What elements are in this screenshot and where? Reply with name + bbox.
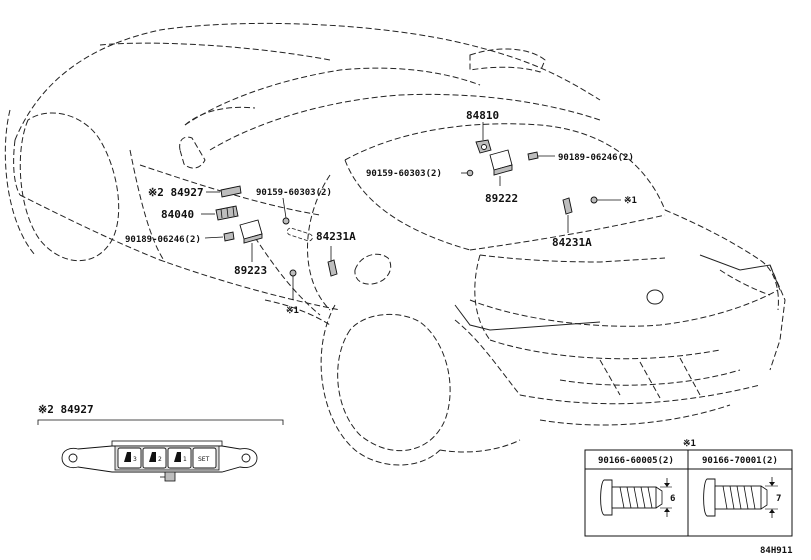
leader-lines xyxy=(201,122,621,300)
fastener-part-no-2: 90166-70001(2) xyxy=(702,456,778,466)
part-90189-clip-right xyxy=(527,151,539,161)
callout-84040: 84040 xyxy=(161,208,194,221)
switch-detail-title: ※2 84927 xyxy=(38,403,94,416)
callout-labels: 84810 90159-60303(2) 90189-06246(2) 8922… xyxy=(125,109,637,316)
part-89223-module xyxy=(239,219,263,244)
switch-button-1: 1 xyxy=(167,447,192,469)
callout-90189-left: 90189-06246(2) xyxy=(125,235,201,245)
callout-90159-left: 90159-60303(2) xyxy=(256,188,332,198)
callout-84231a-right: 84231A xyxy=(552,236,592,249)
part-84040-switch xyxy=(215,205,239,221)
fastener-table: ※1 90166-60005(2) 90166-70001(2) 6 xyxy=(584,439,793,537)
part-84927-switch xyxy=(220,185,242,198)
callout-84231a-left: 84231A xyxy=(316,230,356,243)
fastener-table-mark: ※1 xyxy=(683,439,696,449)
callout-84927: ※2 84927 xyxy=(148,186,204,199)
switch-button-2: 2 xyxy=(142,447,167,469)
part-90159-screw-left xyxy=(282,217,290,225)
part-90159-screw-right xyxy=(466,169,474,177)
part-84231a-sensor-left xyxy=(327,259,338,277)
part-90189-clip-left xyxy=(223,231,235,242)
fastener-dim-2: 7 xyxy=(776,494,781,504)
callout-90159-right: 90159-60303(2) xyxy=(366,169,442,179)
part-84231a-sensor-right xyxy=(562,197,573,215)
car-outline xyxy=(4,22,786,466)
part-screw-mark1-left xyxy=(289,269,297,277)
svg-text:1: 1 xyxy=(183,456,187,463)
switch-detail: ※2 84927 3 2 1 SET xyxy=(37,403,284,482)
switch-button-3: 3 xyxy=(117,447,142,469)
fastener-dim-1: 6 xyxy=(670,494,675,504)
switch-mount-left xyxy=(68,453,78,463)
svg-text:3: 3 xyxy=(133,456,137,463)
side-pad xyxy=(286,227,313,242)
fastener-2-drawing: 7 xyxy=(703,477,781,518)
switch-mount-right xyxy=(241,453,251,463)
part-84810-camera xyxy=(475,139,492,154)
switch-connector xyxy=(164,471,176,482)
callout-mark1-left: ※1 xyxy=(286,306,299,316)
part-89222-module xyxy=(489,149,513,176)
part-screw-mark1-right xyxy=(590,196,598,204)
figure-id: 84H911 xyxy=(760,546,793,556)
svg-text:SET: SET xyxy=(198,456,210,463)
fastener-1-drawing: 6 xyxy=(600,478,675,517)
callout-90189-right: 90189-06246(2) xyxy=(558,153,634,163)
fastener-part-no-1: 90166-60005(2) xyxy=(598,456,674,466)
svg-text:2: 2 xyxy=(158,456,162,463)
callout-mark1-right: ※1 xyxy=(624,196,637,206)
callout-84810: 84810 xyxy=(466,109,499,122)
callout-89223: 89223 xyxy=(234,264,267,277)
callout-89222: 89222 xyxy=(485,192,518,205)
switch-button-set: SET xyxy=(192,447,217,469)
